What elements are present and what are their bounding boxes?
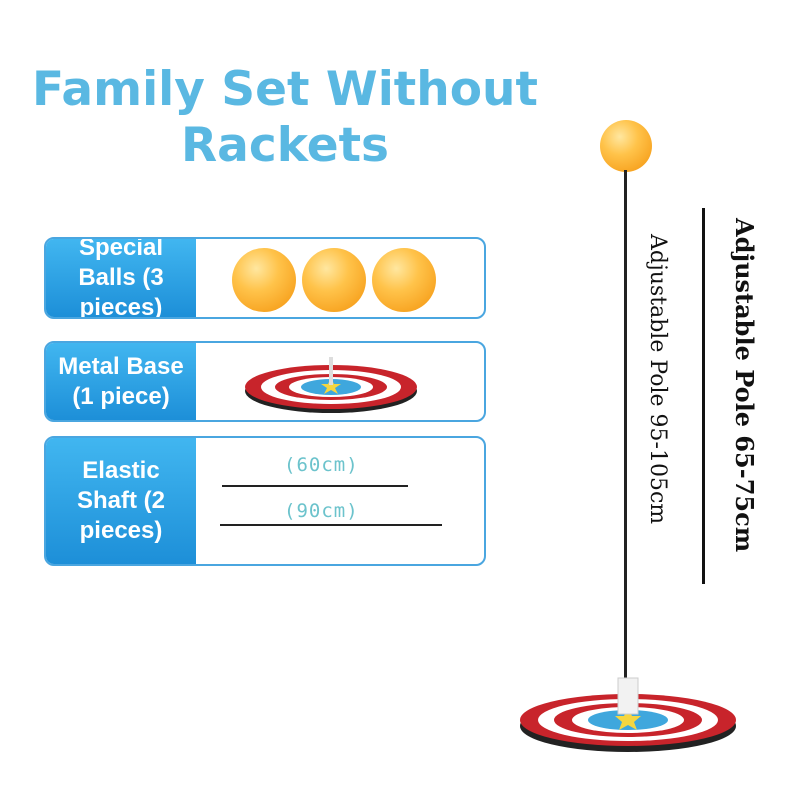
shaft-length-90: (90cm): [284, 500, 359, 522]
pole-ball-icon: [600, 120, 652, 172]
ball-icon: [302, 248, 366, 312]
item-row-shaft: Elastic Shaft (2 pieces) (60cm) (90cm): [44, 436, 486, 566]
item-row-base: Metal Base (1 piece): [44, 341, 486, 422]
item-label-shaft: Elastic Shaft (2 pieces): [46, 438, 196, 564]
item-label-base: Metal Base (1 piece): [46, 343, 196, 420]
shaft-90-line: [220, 524, 442, 526]
pole-base-icon: [520, 677, 736, 752]
item-label-balls: Special Balls (3 pieces): [46, 239, 196, 317]
ball-icon: [372, 248, 436, 312]
item-row-balls: Special Balls (3 pieces): [44, 237, 486, 319]
pole-label-95-105: Adjustable Pole 95-105cm: [645, 234, 670, 525]
pole-range-line: [702, 208, 705, 584]
pole-shaft: [624, 170, 627, 680]
shaft-60-line: [222, 485, 408, 487]
product-title: Family Set Without Rackets: [32, 62, 538, 173]
shaft-length-60: (60cm): [284, 454, 359, 476]
pole-label-65-75: Adjustable Pole 65-75cm: [730, 218, 759, 553]
ball-icon: [232, 248, 296, 312]
metal-base-icon: [245, 357, 417, 413]
